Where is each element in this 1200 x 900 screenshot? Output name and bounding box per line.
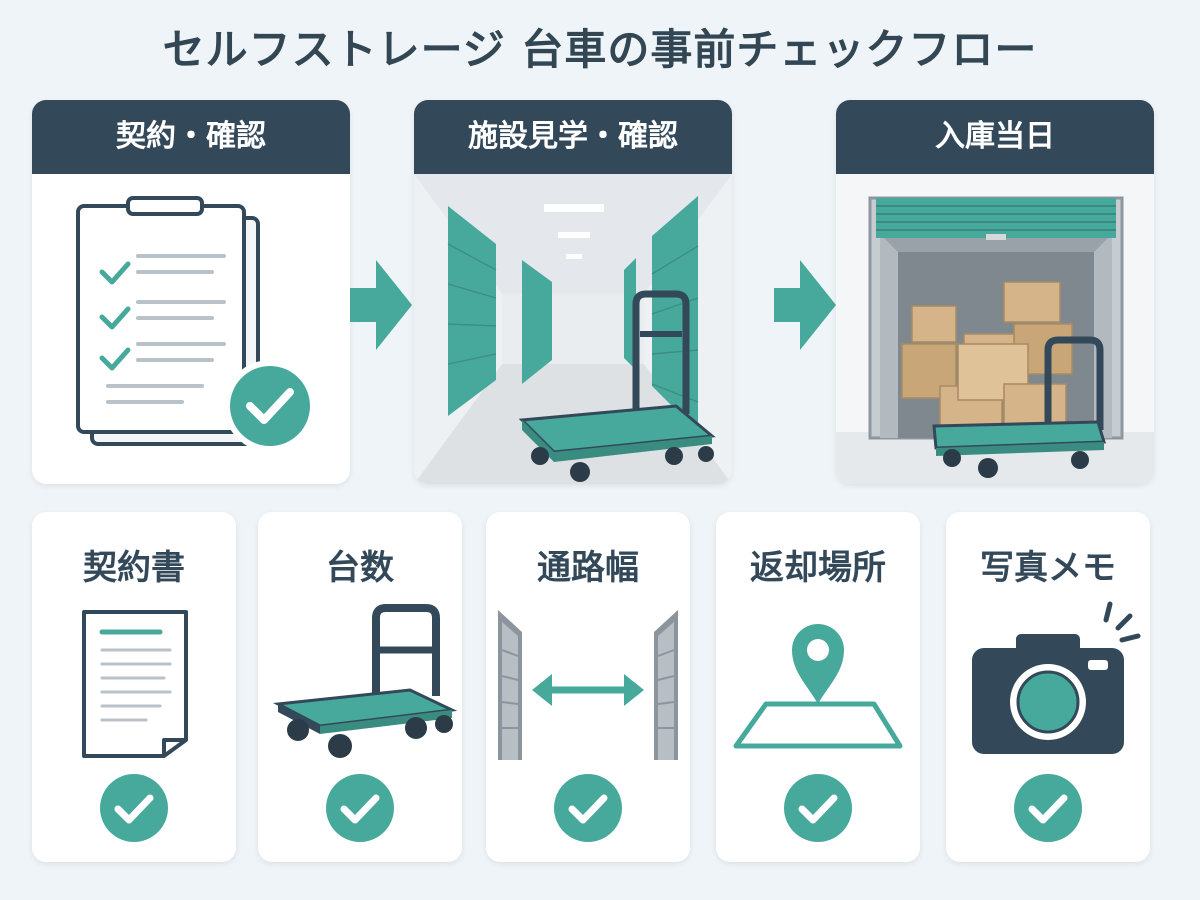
hand-cart-icon: [272, 604, 458, 758]
arrow-right-icon: [350, 260, 412, 350]
aisle-width-icon: [498, 610, 678, 760]
check-card-label: 写真メモ: [980, 548, 1116, 588]
map-pin-icon: [733, 624, 903, 749]
step-facility-tour: 施設見学・確認: [414, 100, 732, 484]
check-card-label: 通路幅: [537, 548, 639, 588]
step-move-in-day: 入庫当日: [836, 100, 1154, 484]
check-circle-icon: [326, 774, 394, 842]
step-move-in-day-header: 入庫当日: [836, 100, 1154, 174]
arrow-right-icon-2: [774, 260, 836, 350]
check-circle-icon: [784, 774, 852, 842]
storage-corridor-cart-illustration: [414, 174, 732, 484]
check-card-aisle-width: 通路幅: [486, 512, 690, 862]
clipboard-check-icon: [76, 196, 316, 452]
document-icon: [82, 610, 188, 758]
check-card-label: 返却場所: [750, 548, 886, 588]
step-facility-tour-header: 施設見学・確認: [414, 100, 732, 174]
check-card-return-location: 返却場所: [716, 512, 920, 862]
check-circle-icon: [554, 774, 622, 842]
check-card-photo-memo: 写真メモ: [946, 512, 1150, 862]
check-card-contract-doc: 契約書: [32, 512, 236, 862]
check-card-cart-count: 台数: [258, 512, 462, 862]
step-contract-confirm-header: 契約・確認: [32, 100, 350, 174]
check-card-label: 台数: [326, 548, 394, 588]
check-card-label: 契約書: [83, 548, 185, 588]
page-title: セルフストレージ 台車の事前チェックフロー: [162, 25, 1038, 74]
camera-icon: [972, 601, 1141, 754]
step-contract-confirm: 契約・確認: [32, 100, 350, 484]
check-circle-icon: [100, 774, 168, 842]
check-circle-icon: [1014, 774, 1082, 842]
storage-unit-boxes-cart-illustration: [836, 174, 1154, 484]
